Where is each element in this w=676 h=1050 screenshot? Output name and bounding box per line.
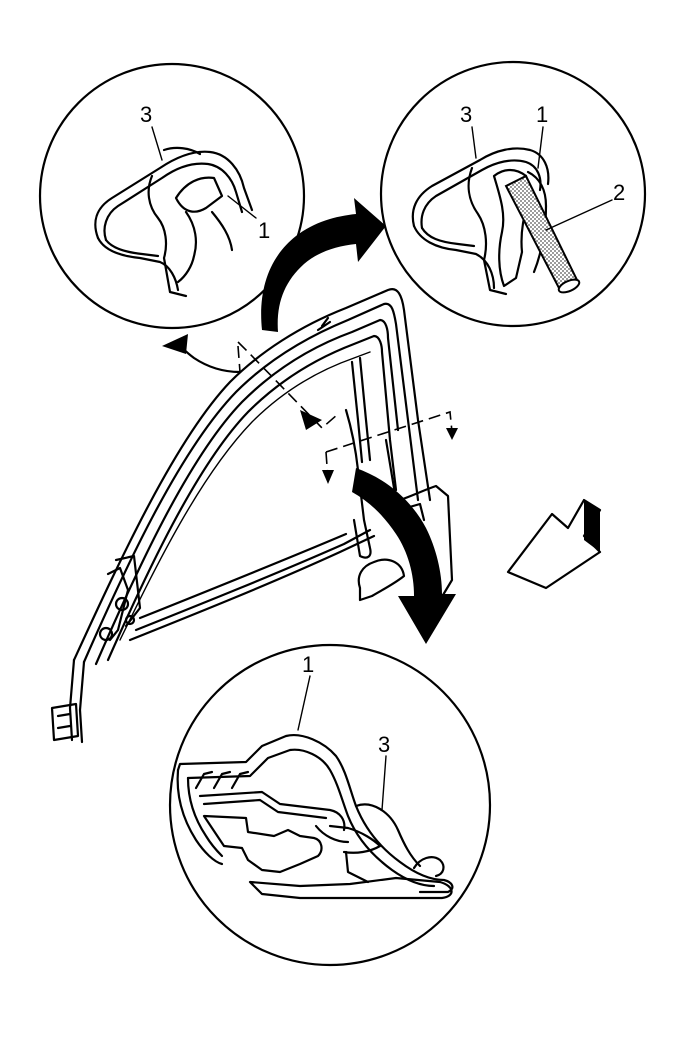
callout-label: 3 xyxy=(460,102,472,127)
callout-label: 2 xyxy=(613,180,625,205)
detail-circle-top-right: 3 1 2 xyxy=(379,60,647,328)
leader-line xyxy=(297,675,311,731)
section-line-lower xyxy=(325,410,453,453)
callout-label: 1 xyxy=(536,102,548,127)
leader-line xyxy=(151,126,163,161)
callout-label: 1 xyxy=(258,218,270,243)
leader-line xyxy=(227,195,257,219)
detail-circle-outline xyxy=(379,60,647,328)
section-line-upper xyxy=(237,341,339,430)
curved-arrow-to-top-right xyxy=(261,198,386,332)
weatherstrip-profile-left xyxy=(94,146,254,298)
direction-arrow xyxy=(506,498,602,590)
detail-circle-outline xyxy=(38,62,306,330)
leader-line xyxy=(381,755,387,811)
section-cut-lines xyxy=(237,341,458,484)
weatherstrip-profile-bottom xyxy=(176,734,454,900)
callout-label: 1 xyxy=(302,652,314,677)
curved-arrow-to-bottom xyxy=(352,468,456,644)
detail-circle-bottom: 1 3 xyxy=(168,643,492,967)
weatherstrip-profile-right xyxy=(411,147,550,296)
callout-label: 3 xyxy=(378,732,390,757)
curved-arrow-to-top-left xyxy=(162,334,242,374)
callout-label: 3 xyxy=(140,102,152,127)
detail-circle-outline xyxy=(168,643,492,967)
leader-line xyxy=(545,199,613,231)
door-frame xyxy=(50,288,454,744)
leader-line xyxy=(537,126,544,169)
detail-circle-top-left: 3 1 xyxy=(38,62,306,330)
section-line-tick xyxy=(237,345,241,373)
foam-seal-strip xyxy=(504,174,581,294)
leader-line xyxy=(471,126,477,159)
